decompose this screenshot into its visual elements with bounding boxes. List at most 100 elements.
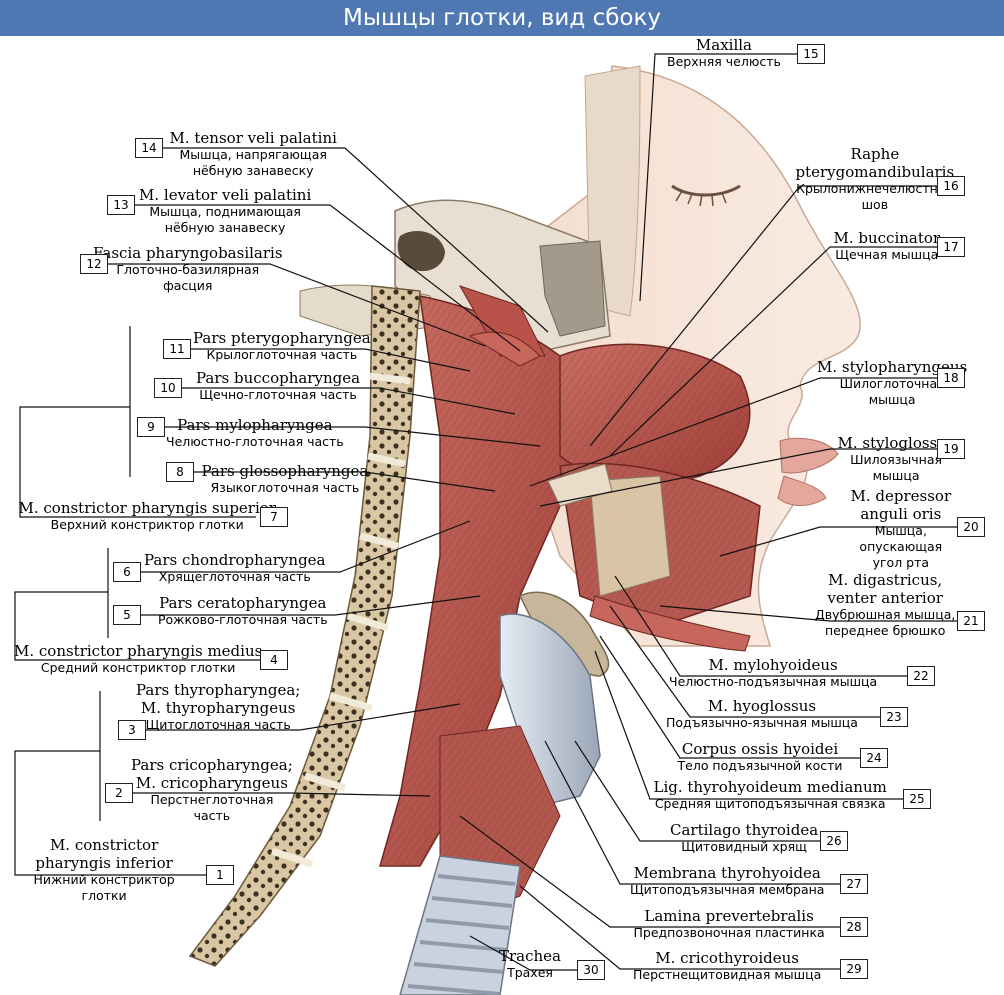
label-number-22: 22 <box>907 666 935 686</box>
leader-lines <box>14 53 957 971</box>
russian-term: Перстнещитовидная мышца <box>633 967 822 982</box>
russian-term: мышца <box>868 392 916 407</box>
latin-term: M. stylopharyngeus <box>817 358 968 376</box>
russian-term: шов <box>861 197 889 212</box>
floor-of-mouth <box>547 462 761 652</box>
label-number-23: 23 <box>880 707 908 727</box>
latin-term: Pars ceratopharyngea <box>159 594 327 612</box>
latin-term: pterygomandibularis <box>795 163 955 181</box>
latin-term: M. depressor <box>850 487 952 505</box>
label-number-17: 17 <box>937 237 965 257</box>
latin-term: M. tensor veli palatini <box>169 129 337 147</box>
label-number-11: 11 <box>163 339 191 359</box>
latin-term: venter anterior <box>827 589 943 607</box>
label-number-21: 21 <box>957 611 985 631</box>
russian-term: фасция <box>163 278 213 293</box>
russian-term: Щитовидный хрящ <box>681 839 807 854</box>
russian-term: опускающая <box>859 539 943 554</box>
latin-term: Pars mylopharyngea <box>177 416 333 434</box>
russian-term: Щечная мышца <box>835 247 939 262</box>
russian-term: переднее брюшко <box>824 623 946 638</box>
latin-term: Pars pterygopharyngea <box>193 329 371 347</box>
russian-term: Мышца, напрягающая <box>179 147 327 162</box>
latin-term: M. cricopharyngeus <box>135 774 288 792</box>
russian-term: глотки <box>81 888 127 903</box>
russian-term: Рожково-глоточная часть <box>158 612 328 627</box>
label-number-6: 6 <box>113 562 141 582</box>
latin-term: Cartilago thyroidea <box>670 821 819 839</box>
label-number-9: 9 <box>137 417 165 437</box>
russian-term: Тело подъязычной кости <box>677 758 843 773</box>
russian-term: Языкоглоточная часть <box>210 480 360 495</box>
label-number-14: 14 <box>135 138 163 158</box>
latin-term: M. cricothyroideus <box>655 949 799 967</box>
label-number-12: 12 <box>80 254 108 274</box>
latin-term: Lamina prevertebralis <box>644 907 814 925</box>
russian-term: угол рта <box>872 555 930 570</box>
latin-term: Fascia pharyngobasilaris <box>93 244 283 262</box>
label-number-29: 29 <box>840 959 868 979</box>
latin-term: Pars thyropharyngea; <box>136 681 301 699</box>
russian-term: Предпозвоночная пластинка <box>633 925 825 940</box>
cervical-spine <box>188 285 421 967</box>
russian-term: нёбную занавеску <box>192 163 314 178</box>
latin-term: M. constrictor pharyngis medius <box>14 642 263 660</box>
russian-term: нёбную занавеску <box>164 220 286 235</box>
latin-term: M. styloglossus <box>837 434 955 452</box>
latin-term: M. constrictor pharyngis superior <box>18 499 276 517</box>
pharynx-constrictors <box>379 285 581 867</box>
latin-term: M. thyropharyngeus <box>140 699 296 717</box>
latin-term: Lig. thyrohyoideum medianum <box>653 778 887 796</box>
label-number-28: 28 <box>840 917 868 937</box>
russian-term: Подъязычно-язычная мышца <box>666 715 858 730</box>
illustration <box>14 53 957 995</box>
russian-term: часть <box>193 808 231 823</box>
latin-term: Maxilla <box>695 36 752 54</box>
russian-term: Щитоподъязычная мембрана <box>630 882 825 897</box>
label-number-30: 30 <box>577 960 605 980</box>
latin-term: pharyngis inferior <box>35 854 173 872</box>
latin-term: Corpus ossis hyoidei <box>681 740 839 758</box>
russian-term: Щитоглоточная часть <box>145 717 291 732</box>
russian-term: Глоточно-базилярная <box>116 262 260 277</box>
russian-term: Мышца, поднимающая <box>149 204 301 219</box>
russian-term: Хрящеглоточная часть <box>158 569 311 584</box>
label-number-25: 25 <box>903 789 931 809</box>
latin-term: M. buccinator <box>833 229 941 247</box>
label-number-15: 15 <box>797 44 825 64</box>
russian-term: Шилоглоточная <box>839 376 945 391</box>
latin-term: M. mylohyoideus <box>708 656 838 674</box>
russian-term: Верхняя челюсть <box>667 54 781 69</box>
russian-term: Щечно-глоточная часть <box>199 387 357 402</box>
russian-term: Мышца, <box>874 523 927 538</box>
latin-term: Pars cricopharyngea; <box>131 756 293 774</box>
label-number-2: 2 <box>105 783 133 803</box>
label-number-7: 7 <box>260 507 288 527</box>
label-number-4: 4 <box>260 650 288 670</box>
russian-term: Шилоязычная <box>850 452 942 467</box>
label-number-24: 24 <box>860 748 888 768</box>
russian-term: Средний констриктор глотки <box>40 660 236 675</box>
